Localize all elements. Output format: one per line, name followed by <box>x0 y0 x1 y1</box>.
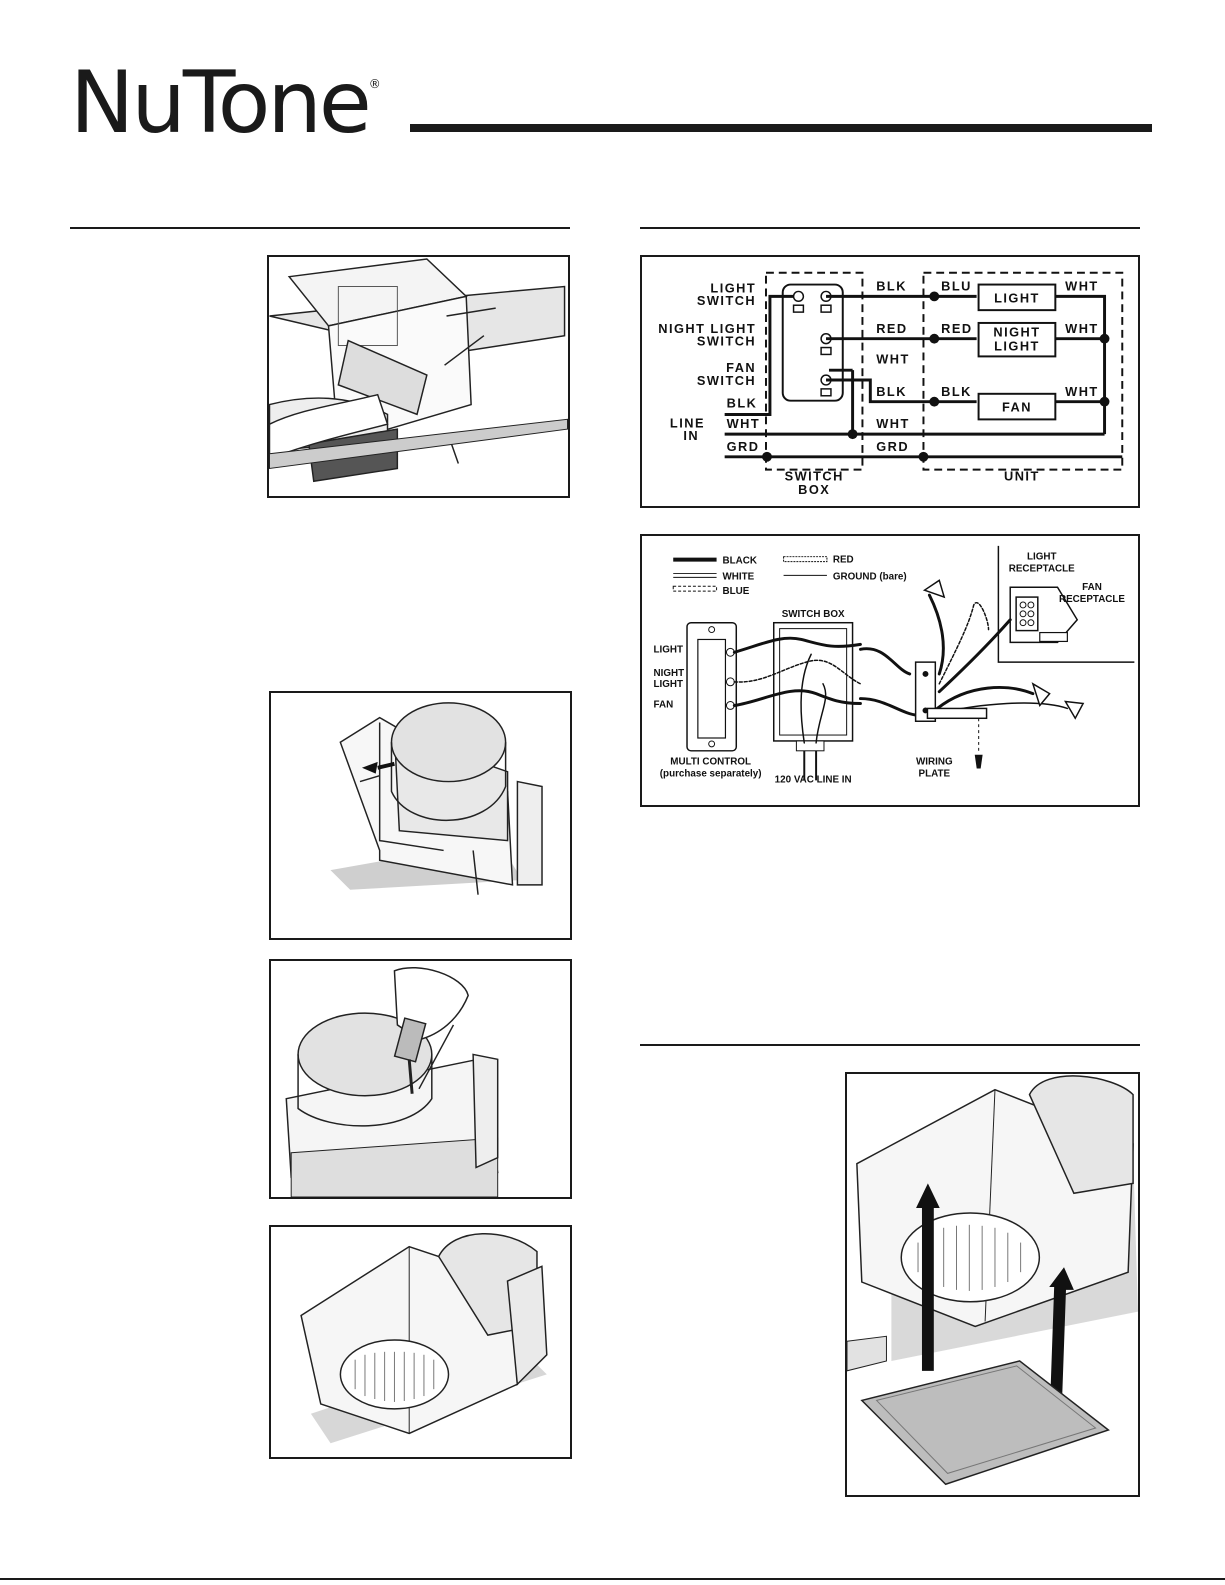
label-unit-blu: BLU <box>941 278 972 293</box>
label-wiring-plate-2: PLATE <box>919 768 951 779</box>
legend-blue: BLUE <box>722 586 749 597</box>
label-night-switch-2: SWITCH <box>697 334 756 349</box>
label-line-in-2: IN <box>683 428 699 443</box>
right-section-rule <box>640 1044 1140 1046</box>
label-switch-box-2: BOX <box>798 482 830 497</box>
label-night-switch-1: NIGHT LIGHT <box>658 321 756 336</box>
figure-screwdriver <box>269 959 572 1199</box>
label-switch-box: SWITCH BOX <box>782 609 845 620</box>
label-fan-switch-2: SWITCH <box>697 373 756 388</box>
label-line-in: 120 VAC LINE IN <box>775 774 852 785</box>
figure-wiring-schematic: LIGHT SWITCH NIGHT LIGHT SWITCH FAN SWIT… <box>640 255 1140 508</box>
housing-illustration <box>300 1233 548 1444</box>
label-line-in-1: LINE <box>670 415 705 430</box>
label-left-blk: BLK <box>727 396 758 411</box>
label-unit-red: RED <box>941 321 972 336</box>
component-night-2: LIGHT <box>994 338 1040 353</box>
label-wiring-plate-1: WIRING <box>916 757 953 768</box>
label-mid-wht-1: WHT <box>876 351 910 366</box>
label-multi-control-1: MULTI CONTROL <box>670 757 751 768</box>
label-fan-receptacle-1: FAN <box>1082 582 1102 593</box>
header-rule <box>410 124 1152 132</box>
legend-white: WHITE <box>722 571 754 582</box>
label-multi-control-2: (purchase separately) <box>660 768 762 779</box>
figure-housing-installed <box>269 1225 572 1459</box>
grille-illustration <box>847 1075 1138 1486</box>
label-mid-blk-2: BLK <box>876 384 907 399</box>
label-unit-wht-2: WHT <box>1065 321 1099 336</box>
label-light-receptacle-1: LIGHT <box>1027 552 1057 563</box>
component-night-1: NIGHT <box>993 325 1040 340</box>
legend-red: RED <box>833 555 854 566</box>
label-unit: UNIT <box>1004 468 1040 483</box>
label-unit-wht-3: WHT <box>1065 384 1099 399</box>
component-fan: FAN <box>1002 400 1032 415</box>
label-light-receptacle-2: RECEPTACLE <box>1009 563 1075 574</box>
figure-grille-install <box>845 1072 1140 1497</box>
schematic-svg: LIGHT SWITCH NIGHT LIGHT SWITCH FAN SWIT… <box>658 271 1124 497</box>
figure-wiring-pictorial: BLACK WHITE BLUE RED GROUND (bare) LIGHT… <box>640 534 1140 807</box>
label-light-switch-2: SWITCH <box>697 293 756 308</box>
registered-mark: ® <box>368 77 381 91</box>
legend-black: BLACK <box>722 556 757 567</box>
label-control-fan: FAN <box>654 699 674 710</box>
figure-damper <box>269 691 572 940</box>
screwdriver-illustration <box>285 966 499 1197</box>
label-left-grd: GRD <box>727 439 760 454</box>
label-left-wht: WHT <box>727 416 761 431</box>
label-fan-receptacle-2: RECEPTACLE <box>1059 594 1125 605</box>
brand-logo: NuTone® <box>70 60 381 146</box>
brand-name: NuTone <box>70 53 372 153</box>
label-fan-switch-1: FAN <box>726 360 756 375</box>
footer-rule <box>0 1578 1225 1580</box>
label-light-switch-1: LIGHT <box>710 280 756 295</box>
pictorial-svg: BLACK WHITE BLUE RED GROUND (bare) LIGHT… <box>654 545 1135 785</box>
label-control-night-2: LIGHT <box>654 679 684 690</box>
legend-ground: GROUND (bare) <box>833 571 907 582</box>
label-mid-grd: GRD <box>876 439 909 454</box>
label-mid-blk-1: BLK <box>876 278 907 293</box>
label-unit-blk: BLK <box>941 384 972 399</box>
label-unit-wht-1: WHT <box>1065 278 1099 293</box>
label-mid-red: RED <box>876 321 907 336</box>
damper-illustration <box>330 702 543 895</box>
label-control-light: LIGHT <box>654 644 684 655</box>
label-control-night-1: NIGHT <box>654 668 685 679</box>
component-light: LIGHT <box>994 290 1040 305</box>
label-mid-wht-2: WHT <box>876 416 910 431</box>
figure-drill-mounting <box>267 255 570 498</box>
drill-illustration <box>269 258 568 483</box>
right-column-rule <box>640 227 1140 229</box>
label-switch-box-1: SWITCH <box>785 468 844 483</box>
left-column-rule <box>70 227 570 229</box>
